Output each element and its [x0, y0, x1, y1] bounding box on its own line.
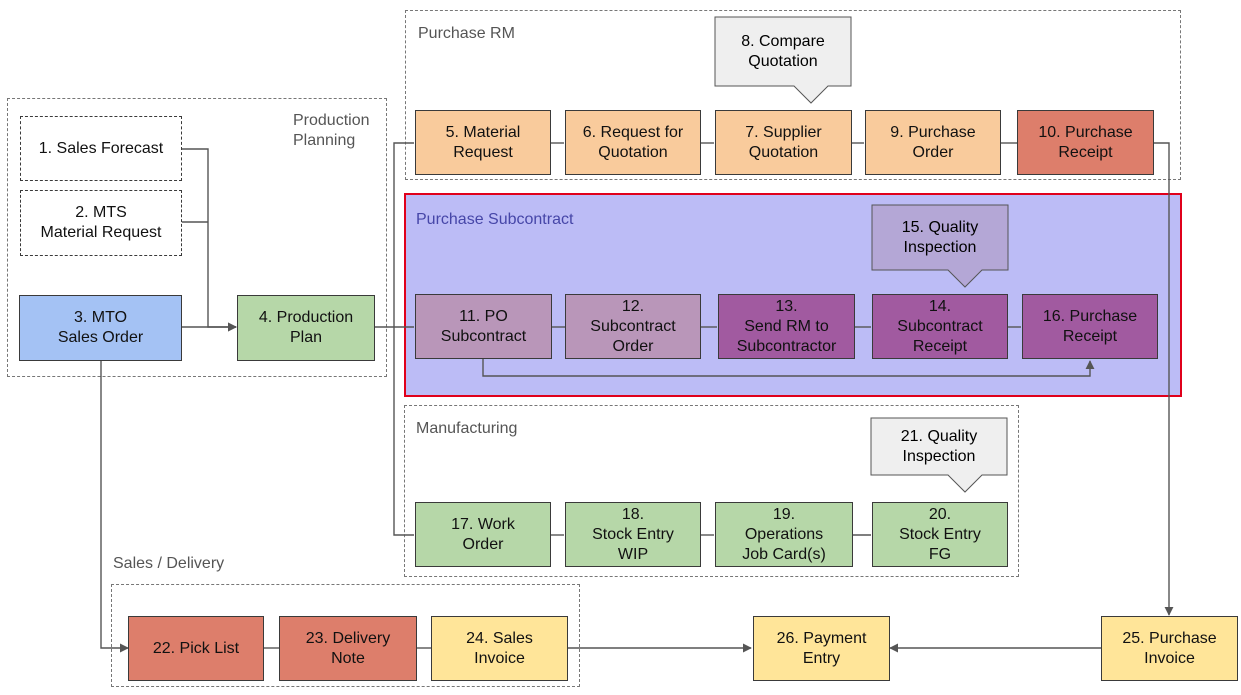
node-operations-job-cards[interactable]: 19. Operations Job Card(s) [715, 502, 853, 567]
node-send-rm-to-subcontractor[interactable]: 13. Send RM to Subcontractor [718, 294, 855, 359]
node-production-plan[interactable]: 4. Production Plan [237, 295, 375, 361]
node-sales-forecast[interactable]: 1. Sales Forecast [20, 116, 182, 181]
group-label-purchase-rm: Purchase RM [418, 25, 515, 42]
node-purchase-order[interactable]: 9. Purchase Order [865, 110, 1001, 175]
node-purchase-receipt-subcontract[interactable]: 16. Purchase Receipt [1022, 294, 1158, 359]
node-delivery-note[interactable]: 23. Delivery Note [279, 616, 417, 681]
node-purchase-receipt-rm[interactable]: 10. Purchase Receipt [1017, 110, 1154, 175]
group-label-sales-delivery: Sales / Delivery [113, 555, 225, 572]
node-purchase-invoice[interactable]: 25. Purchase Invoice [1101, 616, 1238, 681]
node-sales-invoice[interactable]: 24. Sales Invoice [431, 616, 568, 681]
node-po-subcontract[interactable]: 11. PO Subcontract [415, 294, 552, 359]
callout-compare-quotation[interactable]: 8. Compare Quotation [741, 32, 825, 70]
node-supplier-quotation[interactable]: 7. Supplier Quotation [715, 110, 852, 175]
group-purchase-rm [405, 10, 1181, 180]
node-stock-entry-wip[interactable]: 18. Stock Entry WIP [565, 502, 701, 567]
node-mto-sales-order[interactable]: 3. MTO Sales Order [19, 295, 182, 361]
group-label-purchase-subcontract: Purchase Subcontract [416, 211, 574, 228]
node-request-for-quotation[interactable]: 6. Request for Quotation [565, 110, 701, 175]
group-label-manufacturing: Manufacturing [416, 420, 518, 437]
node-material-request[interactable]: 5. Material Request [415, 110, 551, 175]
node-pick-list[interactable]: 22. Pick List [128, 616, 264, 681]
callout-quality-inspection-subcontract[interactable]: 15. Quality Inspection [901, 218, 979, 256]
node-mts-material-request[interactable]: 2. MTS Material Request [20, 190, 182, 256]
node-work-order[interactable]: 17. Work Order [415, 502, 551, 567]
node-subcontract-receipt[interactable]: 14. Subcontract Receipt [872, 294, 1008, 359]
node-stock-entry-fg[interactable]: 20. Stock Entry FG [872, 502, 1008, 567]
node-subcontract-order[interactable]: 12. Subcontract Order [565, 294, 701, 359]
group-label-production-planning: Production Planning [293, 112, 370, 149]
callout-quality-inspection-manufacturing[interactable]: 21. Quality Inspection [900, 427, 978, 465]
node-payment-entry[interactable]: 26. Payment Entry [753, 616, 890, 681]
group-production-planning [7, 98, 387, 377]
